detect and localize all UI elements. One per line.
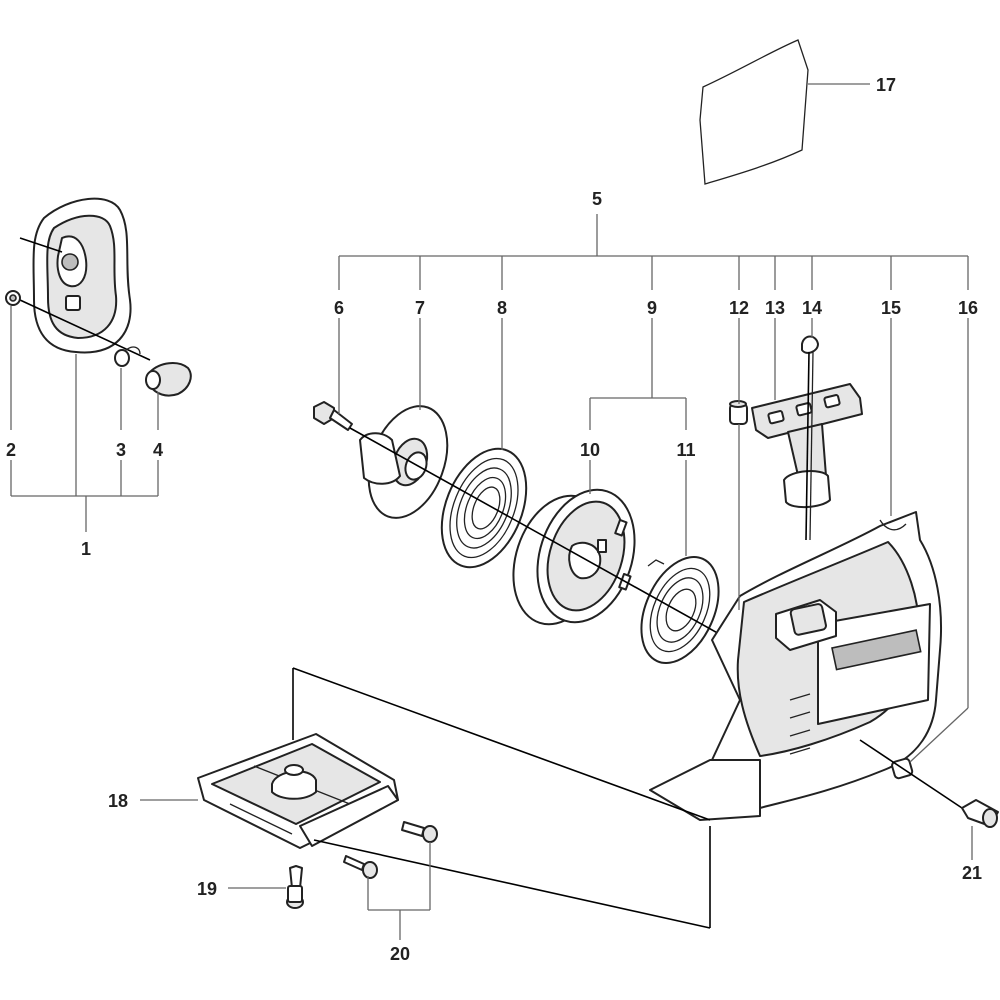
callout-15: 15 (881, 298, 901, 318)
bolt-part (313, 401, 353, 431)
clip-part (5, 290, 21, 306)
callout-18: 18 (108, 791, 128, 811)
callout-3: 3 (116, 440, 126, 460)
callout-13: 13 (765, 298, 785, 318)
callout-11: 11 (676, 440, 695, 460)
cover-assembly-part (5, 197, 192, 397)
screw-part-19 (286, 865, 304, 909)
pulley-hub-part (359, 405, 449, 519)
callout-12: 12 (729, 298, 749, 318)
starter-spring-part (640, 556, 720, 664)
starter-housing-part (649, 511, 943, 821)
rope-pulley-part (512, 488, 636, 626)
knob-part (145, 362, 192, 397)
callout-10: 10 (580, 440, 600, 460)
callout-8: 8 (497, 298, 507, 318)
screw-part-21 (859, 739, 999, 828)
starter-rope-part (801, 335, 819, 541)
bracket-part (197, 733, 399, 849)
callout-17: 17 (876, 75, 896, 95)
callout-21: 21 (962, 863, 982, 883)
screw-part-20b (401, 821, 438, 843)
callout-19: 19 (197, 879, 217, 899)
callout-labels: 1 2 3 4 5 6 7 8 9 10 11 12 13 14 15 16 1… (6, 75, 982, 964)
callout-5: 5 (592, 189, 602, 209)
leader-lines (10, 83, 973, 940)
callout-14: 14 (802, 298, 822, 318)
bushing-part (729, 400, 748, 425)
callout-9: 9 (647, 298, 657, 318)
callout-4: 4 (153, 440, 163, 460)
callout-2: 2 (6, 440, 16, 460)
spring-part (114, 346, 141, 367)
callout-20: 20 (390, 944, 410, 964)
screw-part-20a (343, 855, 378, 879)
callout-16: 16 (958, 298, 978, 318)
callout-7: 7 (415, 298, 425, 318)
callout-6: 6 (334, 298, 344, 318)
callout-1: 1 (81, 539, 91, 559)
filter-mesh-part (699, 39, 809, 185)
